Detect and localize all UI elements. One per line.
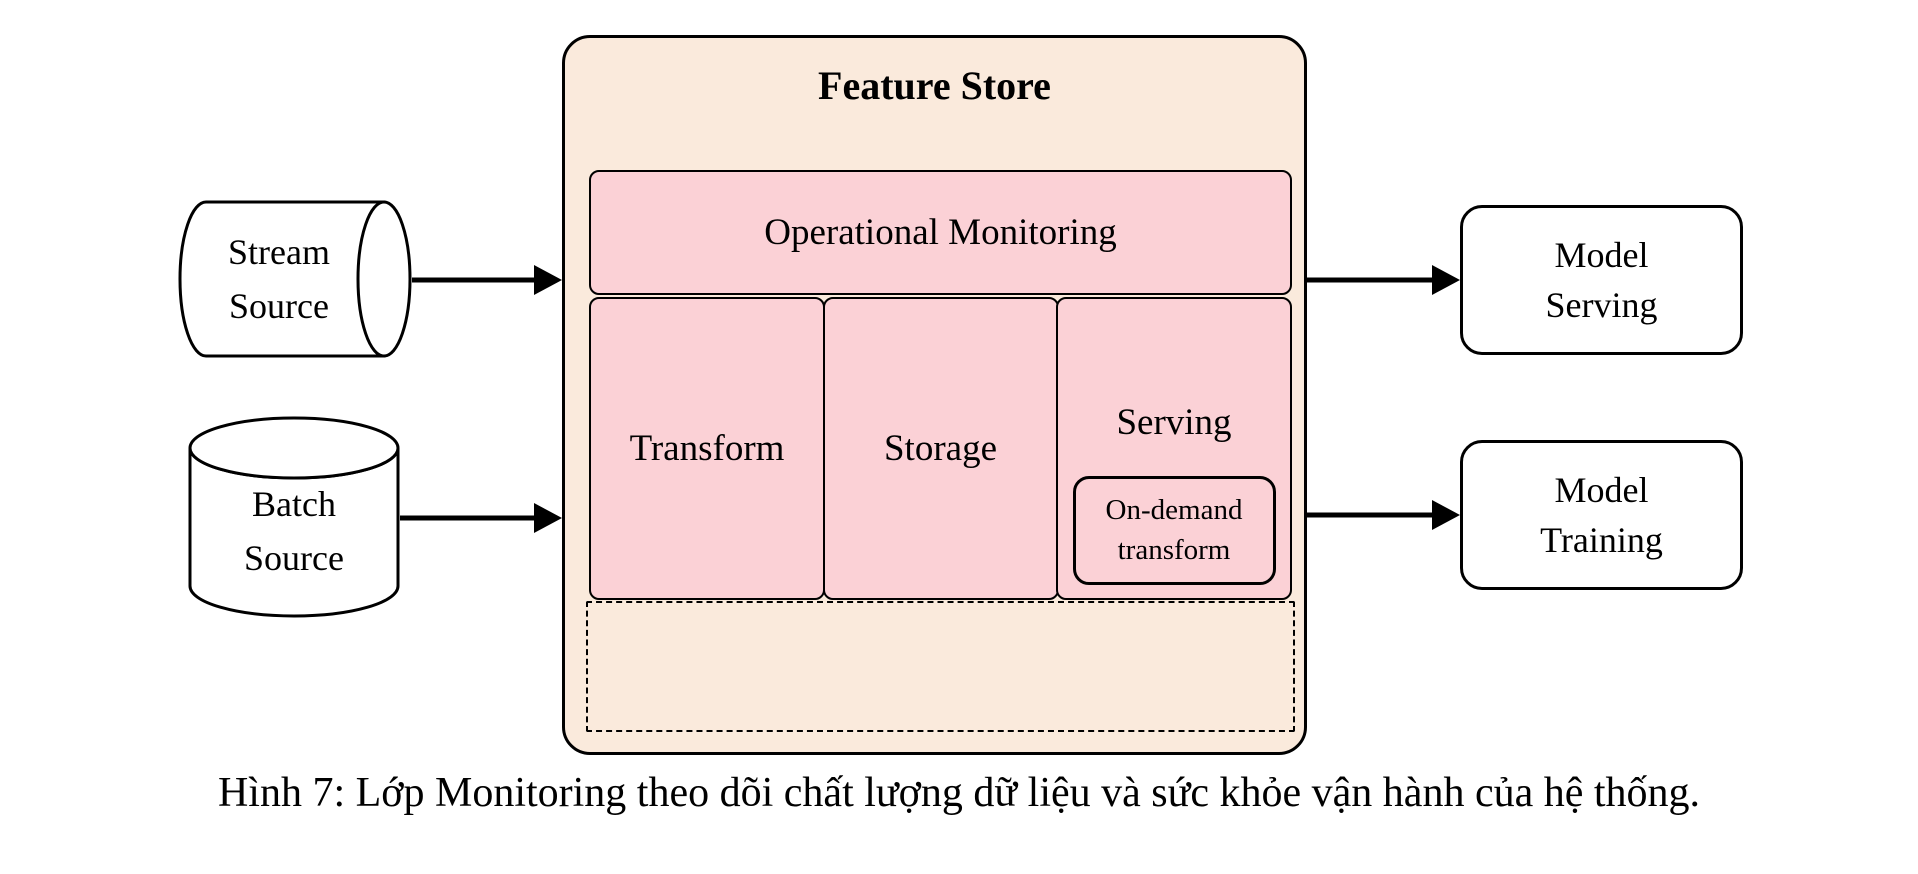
model-training-label: Model Training bbox=[1540, 469, 1663, 560]
storage-box: Storage bbox=[822, 297, 1059, 600]
arrow-stream-to-feature-store bbox=[412, 265, 562, 295]
arrow-feature-store-to-model-serving bbox=[1307, 265, 1460, 295]
feature-store-title: Feature Store bbox=[818, 63, 1051, 108]
feature-store-module-row: Transform Storage Serving On-demand tran… bbox=[589, 297, 1292, 600]
stream-source-label: Stream Source bbox=[228, 232, 330, 326]
dashed-placeholder-box bbox=[586, 601, 1295, 732]
storage-label: Storage bbox=[883, 428, 998, 469]
on-demand-transform-box: On-demand transform bbox=[1072, 476, 1276, 585]
operational-monitoring-label: Operational Monitoring bbox=[764, 212, 1117, 253]
transform-box: Transform bbox=[589, 297, 825, 600]
batch-source-cylinder-shape bbox=[188, 416, 400, 618]
arrow-feature-store-to-model-training bbox=[1307, 500, 1460, 530]
model-training-node: Model Training bbox=[1460, 440, 1743, 590]
model-serving-label: Model Serving bbox=[1545, 234, 1658, 325]
figure-caption: Hình 7: Lớp Monitoring theo dõi chất lượ… bbox=[217, 770, 1701, 816]
operational-monitoring-box: Operational Monitoring bbox=[589, 170, 1292, 295]
batch-source-label: Batch Source bbox=[244, 484, 344, 578]
feature-store-container: Feature Store Operational Monitoring Tra… bbox=[562, 35, 1307, 755]
transform-label: Transform bbox=[629, 428, 785, 469]
serving-box: Serving On-demand transform bbox=[1056, 297, 1292, 600]
arrow-batch-to-feature-store bbox=[400, 503, 562, 533]
serving-label: Serving bbox=[1116, 402, 1232, 443]
stream-source-cylinder-shape bbox=[178, 200, 412, 358]
model-serving-node: Model Serving bbox=[1460, 205, 1743, 355]
on-demand-transform-label: On-demand transform bbox=[1105, 494, 1243, 566]
